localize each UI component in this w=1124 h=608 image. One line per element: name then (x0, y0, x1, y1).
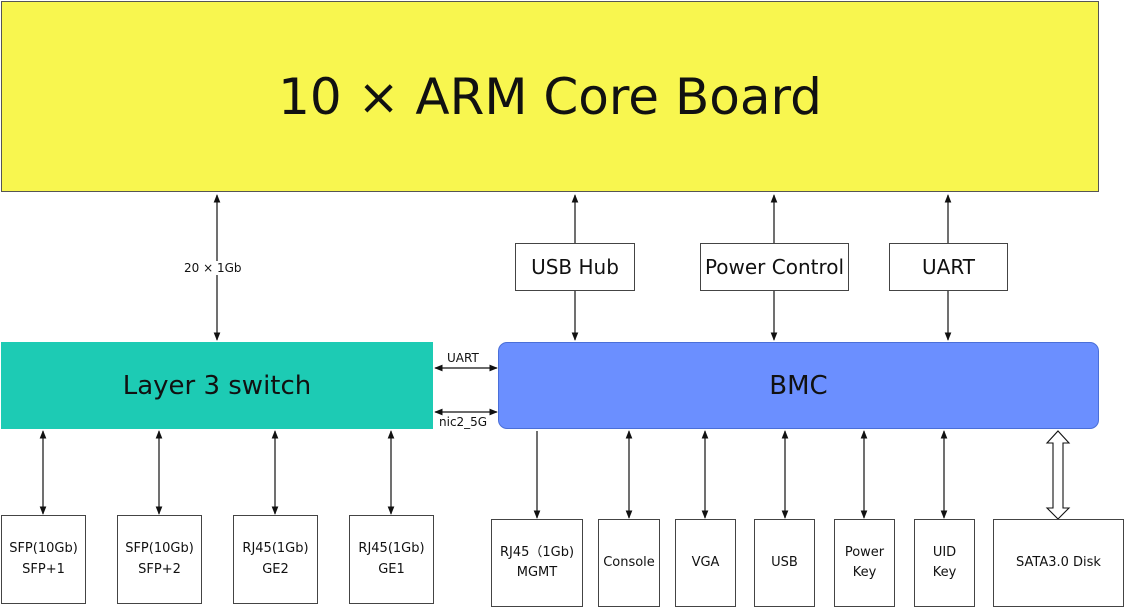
bmc-port-mgmt: RJ45（1Gb) MGMT (491, 519, 583, 607)
switch-port-ge2: RJ45(1Gb) GE2 (233, 515, 318, 604)
port-line2: Key (932, 565, 957, 580)
usb-hub-box: USB Hub (515, 243, 635, 291)
bmc-port-sata-disk: SATA3.0 Disk (993, 519, 1124, 607)
port-line2: SFP+1 (22, 561, 65, 577)
port-line1: SFP(10Gb) (125, 541, 194, 557)
port-line1: SFP(10Gb) (9, 541, 78, 557)
switch-bmc-nic-label: nic2_5G (439, 415, 488, 429)
port-line1: RJ45（1Gb) (499, 544, 575, 560)
port-line1: RJ45(1Gb) (242, 541, 309, 557)
bmc-port-vga: VGA (675, 519, 736, 607)
switch-port-sfp2: SFP(10Gb) SFP+2 (117, 515, 202, 604)
arm-core-board: 10 × ARM Core Board (1, 1, 1099, 192)
port-line1: UID (932, 544, 957, 560)
bmc-port-uid-key: UID Key (914, 519, 975, 607)
switch-label: Layer 3 switch (122, 370, 312, 401)
switch-port-ge1: RJ45(1Gb) GE1 (349, 515, 434, 604)
port-line2: SFP+2 (138, 561, 181, 577)
port-line1: RJ45(1Gb) (358, 541, 425, 557)
uart-label: UART (922, 255, 975, 279)
switch-core-link-label: 20 × 1Gb (184, 261, 242, 275)
vga-label: VGA (691, 554, 720, 570)
power-control-label: Power Control (704, 255, 845, 279)
switch-bmc-uart-label: UART (447, 351, 479, 365)
bmc-port-usb: USB (754, 519, 815, 607)
uart-box: UART (889, 243, 1008, 291)
power-control-box: Power Control (700, 243, 849, 291)
console-label: Console (603, 554, 655, 570)
bmc-box: BMC (498, 342, 1099, 429)
usb-hub-label: USB Hub (531, 255, 619, 279)
port-line2: Key (852, 565, 877, 580)
usb-label: USB (771, 554, 798, 570)
switch-port-sfp1: SFP(10Gb) SFP+1 (1, 515, 86, 604)
port-line2: MGMT (516, 565, 558, 580)
bmc-disk-bus-arrow (1045, 430, 1071, 520)
bmc-port-console: Console (598, 519, 660, 607)
disk-label: SATA3.0 Disk (1016, 554, 1101, 570)
port-line2: GE2 (262, 561, 289, 577)
port-line1: Power (844, 544, 885, 560)
port-line2: GE1 (378, 561, 405, 577)
layer3-switch: Layer 3 switch (1, 342, 433, 429)
bmc-label: BMC (769, 370, 828, 401)
core-board-label: 10 × ARM Core Board (278, 67, 822, 126)
